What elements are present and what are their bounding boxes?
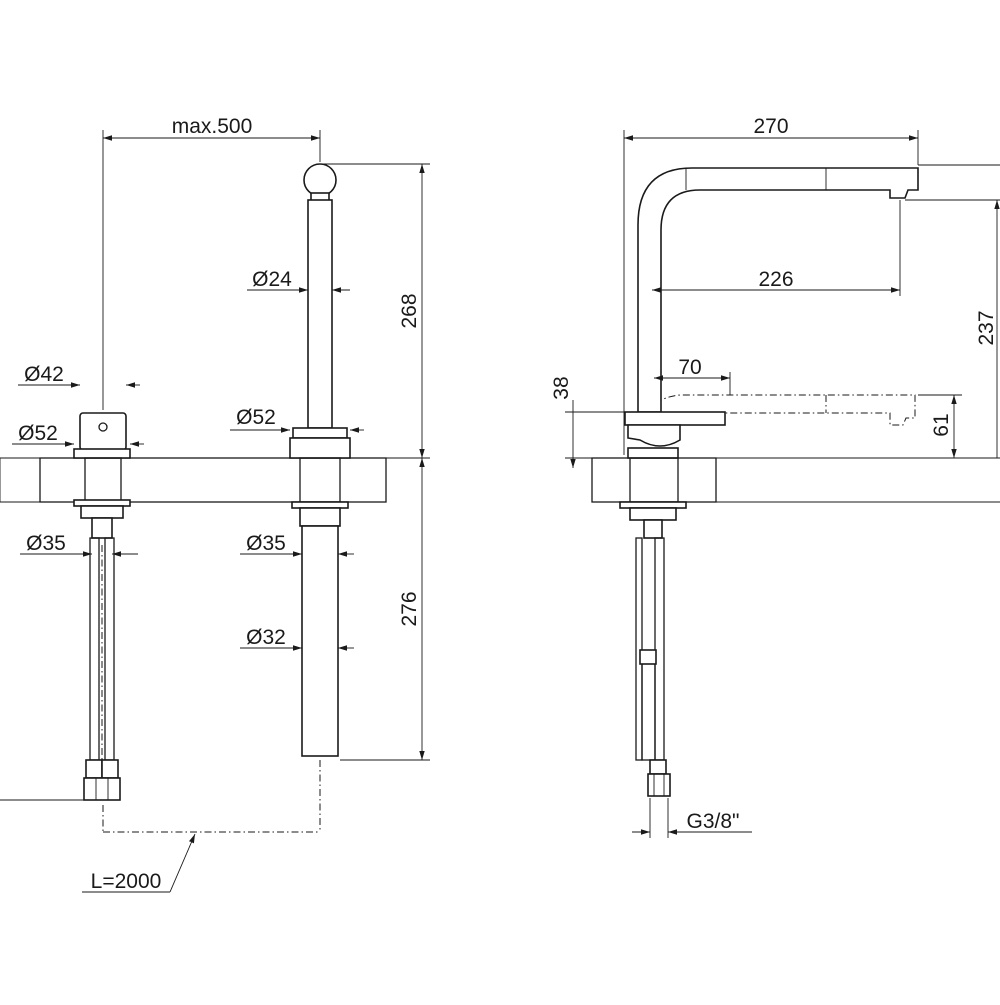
- height-61-label: 61: [930, 413, 953, 436]
- max-width-label: max.500: [172, 115, 253, 138]
- hose-length-callout: L=2000: [82, 833, 196, 893]
- faucet-body-side: [619, 167, 919, 797]
- width-270-label: 270: [753, 115, 788, 138]
- d42-label: Ø42: [24, 363, 64, 386]
- offset-70-label: 70: [678, 356, 701, 379]
- dim-offset-70: 70: [654, 356, 731, 395]
- d32-label: Ø32: [246, 626, 286, 649]
- front-view: max.500 268 276 Ø24 Ø42 Ø52 Ø52: [0, 115, 430, 893]
- d24-label: Ø24: [252, 268, 292, 291]
- control-knob: [0, 412, 131, 801]
- side-view: 270 226 237 70 38: [550, 115, 1000, 838]
- dim-height-237: 237: [905, 164, 1000, 458]
- d52-right-label: Ø52: [236, 406, 276, 429]
- spout-column-front: [102, 163, 351, 833]
- countertop-slab-side: [591, 457, 1000, 503]
- dim-diameters-front: Ø24 Ø42 Ø52 Ø52 Ø35 Ø35 Ø32: [12, 268, 364, 651]
- d35-right-label: Ø35: [246, 532, 286, 555]
- dim-thread: G3/8": [632, 798, 752, 838]
- dim-heights-front: 268 276: [322, 163, 430, 761]
- d52-left-label: Ø52: [18, 422, 58, 445]
- hose-length-label: L=2000: [91, 870, 162, 893]
- dim-width-270: 270: [623, 115, 919, 455]
- height-below-label: 276: [398, 591, 421, 626]
- countertop-slab-front: [0, 457, 387, 503]
- dim-reach-226: 226: [652, 200, 901, 296]
- dim-height-61: 61: [918, 394, 962, 458]
- reach-226-label: 226: [758, 268, 793, 291]
- dim-max-width: max.500: [102, 115, 321, 410]
- dim-height-38: 38: [550, 376, 640, 468]
- height-above-label: 268: [398, 293, 421, 328]
- thread-label: G3/8": [687, 810, 740, 833]
- height-237-label: 237: [975, 310, 998, 345]
- height-38-label: 38: [550, 376, 573, 399]
- d35-left-label: Ø35: [26, 532, 66, 555]
